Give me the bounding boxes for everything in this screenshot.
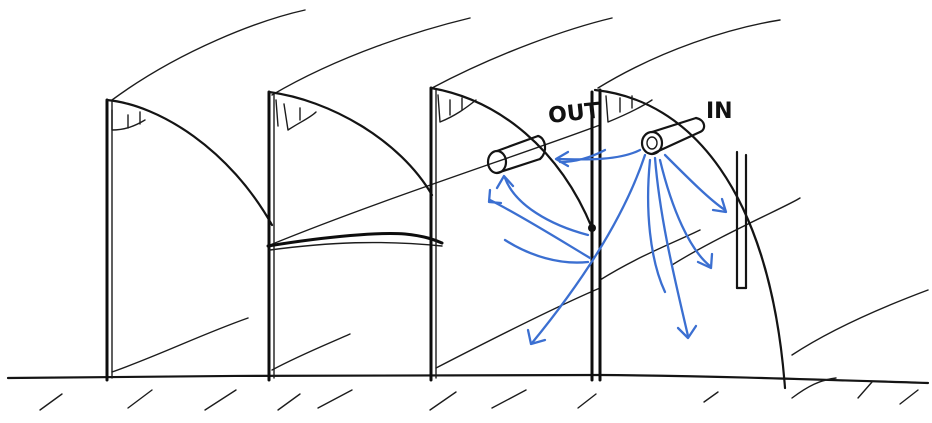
out-arrow-2 bbox=[505, 178, 588, 235]
vault-4 bbox=[588, 90, 785, 388]
in-label: IN bbox=[706, 99, 733, 124]
in-arrow-2 bbox=[532, 155, 645, 343]
joint-node bbox=[588, 224, 596, 232]
supply-airflow bbox=[528, 150, 726, 344]
out-arrow-3 bbox=[505, 240, 588, 263]
supply-duct bbox=[642, 118, 704, 154]
ground-line bbox=[8, 375, 928, 410]
vault-3 bbox=[431, 88, 592, 380]
exhaust-airflow bbox=[489, 150, 605, 263]
out-arrow-1 bbox=[490, 200, 590, 258]
in-arrow-3 bbox=[655, 158, 688, 336]
ground-hatching bbox=[40, 378, 918, 410]
perspective-lines bbox=[112, 10, 928, 372]
vault-1 bbox=[107, 100, 272, 380]
